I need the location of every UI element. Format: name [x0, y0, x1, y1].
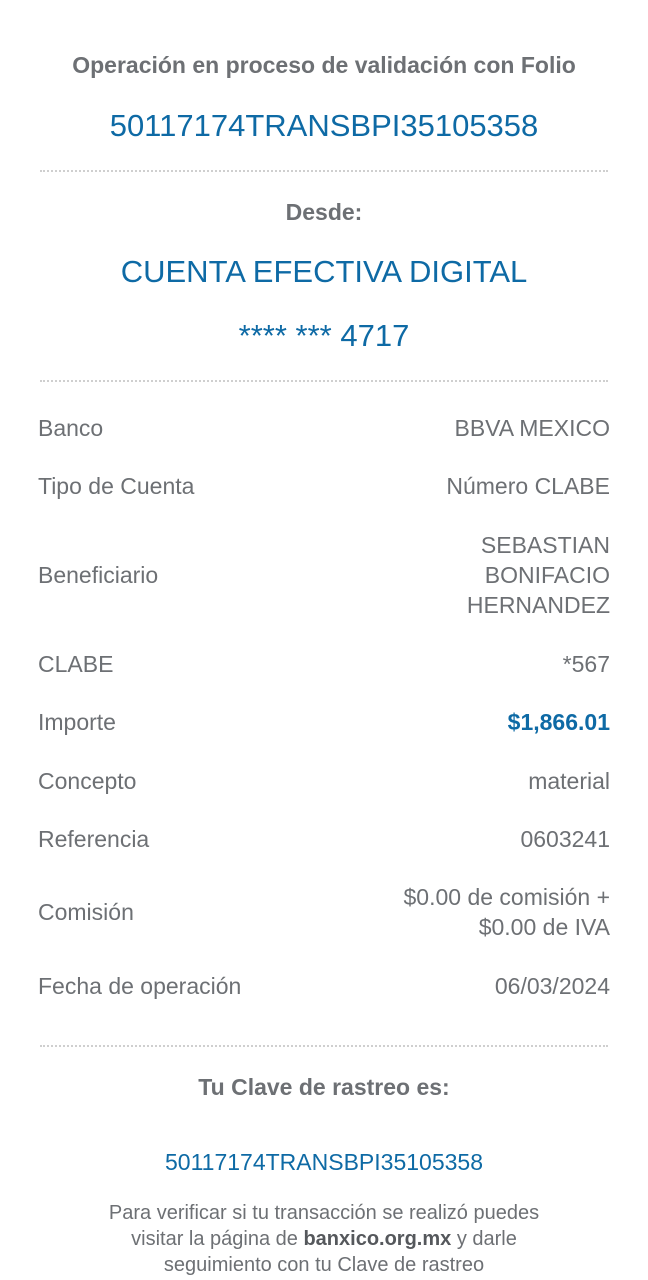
banxico-link[interactable]: banxico.org.mx [303, 1228, 452, 1250]
detail-row-commission: Comisión $0.00 de comisión + $0.00 de IVA [38, 882, 610, 942]
divider [40, 170, 608, 172]
detail-label: Beneficiario [38, 561, 159, 588]
value-line: $0.00 de comisión + [403, 884, 611, 910]
tracking-label: Tu Clave de rastreo es: [198, 1074, 450, 1100]
detail-value: BBVA MEXICO [454, 415, 610, 441]
detail-label: Comisión [38, 898, 134, 925]
from-label: Desde: [285, 199, 363, 225]
detail-value: 06/03/2024 [494, 973, 610, 999]
detail-row-beneficiary: Beneficiario SEBASTIAN BONIFACIO HERNANDEZ [38, 530, 610, 620]
detail-value: SEBASTIAN BONIFACIO HERNANDEZ [467, 530, 610, 620]
detail-value: Número CLABE [446, 473, 610, 499]
value-line: BONIFACIO [484, 562, 610, 588]
value-line: SEBASTIAN [480, 532, 610, 558]
detail-row-date: Fecha de operación 06/03/2024 [38, 971, 610, 1001]
value-line: $0.00 de IVA [478, 914, 610, 940]
detail-label: Fecha de operación [38, 972, 242, 999]
detail-label: Concepto [38, 767, 137, 794]
note-text: y darle [451, 1228, 517, 1250]
detail-row-clabe: CLABE *567 [38, 649, 610, 679]
detail-value: 0603241 [520, 826, 610, 852]
detail-row-account-type: Tipo de Cuenta Número CLABE [38, 471, 610, 501]
detail-label: Banco [38, 414, 104, 441]
account-number: **** *** 4717 [238, 318, 410, 353]
amount-value: $1,866.01 [507, 709, 610, 735]
note-line: Para verificar si tu transacción se real… [108, 1202, 540, 1224]
folio-number: 50117174TRANSBPI35105358 [109, 108, 539, 143]
detail-value: material [528, 768, 610, 794]
account-name: CUENTA EFECTIVA DIGITAL [120, 254, 528, 289]
detail-row-amount: Importe $1,866.01 [38, 707, 610, 737]
detail-row-reference: Referencia 0603241 [38, 824, 610, 854]
detail-value: $0.00 de comisión + $0.00 de IVA [404, 882, 611, 942]
verification-note: Para verificar si tu transacción se real… [0, 1200, 648, 1278]
detail-label: Referencia [38, 825, 150, 852]
note-line: seguimiento con tu Clave de rastreo [163, 1254, 485, 1276]
note-line: visitar la página de banxico.org.mx y da… [0, 1226, 648, 1252]
detail-row-bank: Banco BBVA MEXICO [38, 413, 610, 443]
detail-label: Tipo de Cuenta [38, 472, 195, 499]
divider [40, 380, 608, 382]
detail-label: CLABE [38, 650, 114, 677]
operation-status-title: Operación en proceso de validación con F… [72, 52, 576, 78]
value-line: HERNANDEZ [466, 592, 610, 618]
detail-label: Importe [38, 708, 116, 735]
note-text: visitar la página de [131, 1228, 304, 1250]
detail-value: *567 [562, 651, 610, 677]
detail-row-concept: Concepto material [38, 766, 610, 796]
divider [40, 1045, 608, 1047]
tracking-code: 50117174TRANSBPI35105358 [165, 1149, 483, 1175]
